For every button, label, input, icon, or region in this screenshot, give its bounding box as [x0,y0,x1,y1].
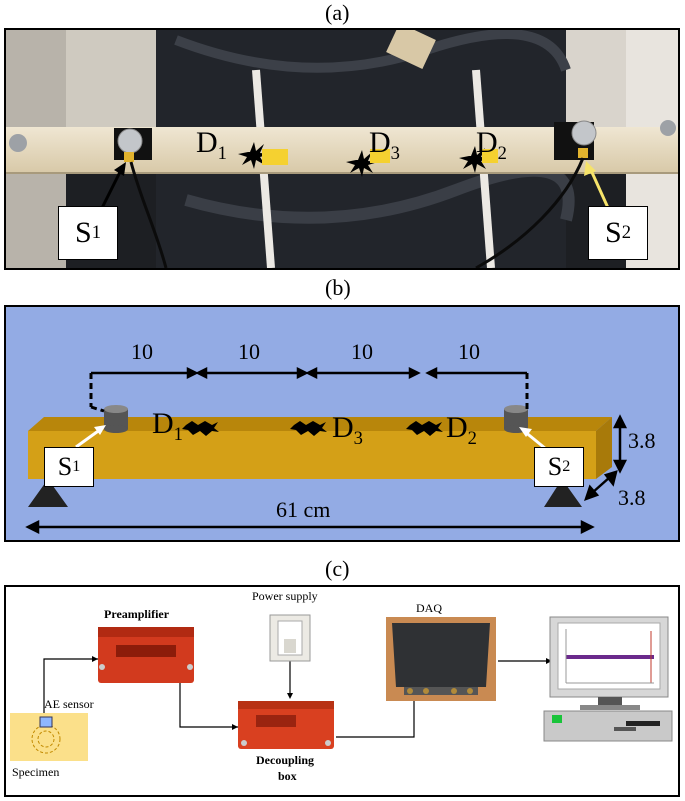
height-label: 3.8 [628,428,656,453]
preamplifier-label: Preamplifier [104,607,170,621]
spacing-label-4: 10 [458,339,480,364]
preamplifier-device [98,627,194,683]
panel-label-b: (b) [325,275,351,300]
schematic-sensor-s1 [104,405,128,433]
schematic-drawing [25,366,628,535]
length-label: 61 cm [276,497,331,522]
panel-label-c: (c) [325,556,350,581]
setup-drawing [10,614,673,761]
width-label: 3.8 [618,485,646,510]
decoupling-box-device [238,701,334,749]
photo-label-d2: D2 [476,126,507,164]
specimen-label: Specimen [12,765,60,779]
decoupling-label-line1: Decoupling [256,753,315,767]
spacing-label-1: 10 [131,339,153,364]
photo-scene [6,30,678,268]
daq-label: DAQ [416,601,442,615]
photo-label-d1: D1 [196,126,227,164]
schematic-label-d2: D2 [446,411,477,449]
schematic-label-d3: D3 [332,411,363,449]
decoupling-label-line2: box [278,769,297,783]
power-outlet [269,614,311,662]
left-support [28,479,68,507]
schematic-label-d1: D1 [152,407,183,445]
panel-label-a: (a) [325,0,350,25]
computer-device [543,616,673,742]
photo-label-d3: D3 [369,126,400,164]
spacing-label-2: 10 [238,339,260,364]
setup-diagram: Preamplifier Power supply DAQ AE sensor … [4,585,680,797]
ae-sensor-label: AE sensor [44,697,94,711]
right-support [544,479,582,507]
spacing-label-3: 10 [351,339,373,364]
power-supply-label: Power supply [252,589,318,603]
ae-sensor-marker [39,716,53,728]
daq-device [386,617,496,701]
schematic-sensor-s2 [504,405,528,433]
